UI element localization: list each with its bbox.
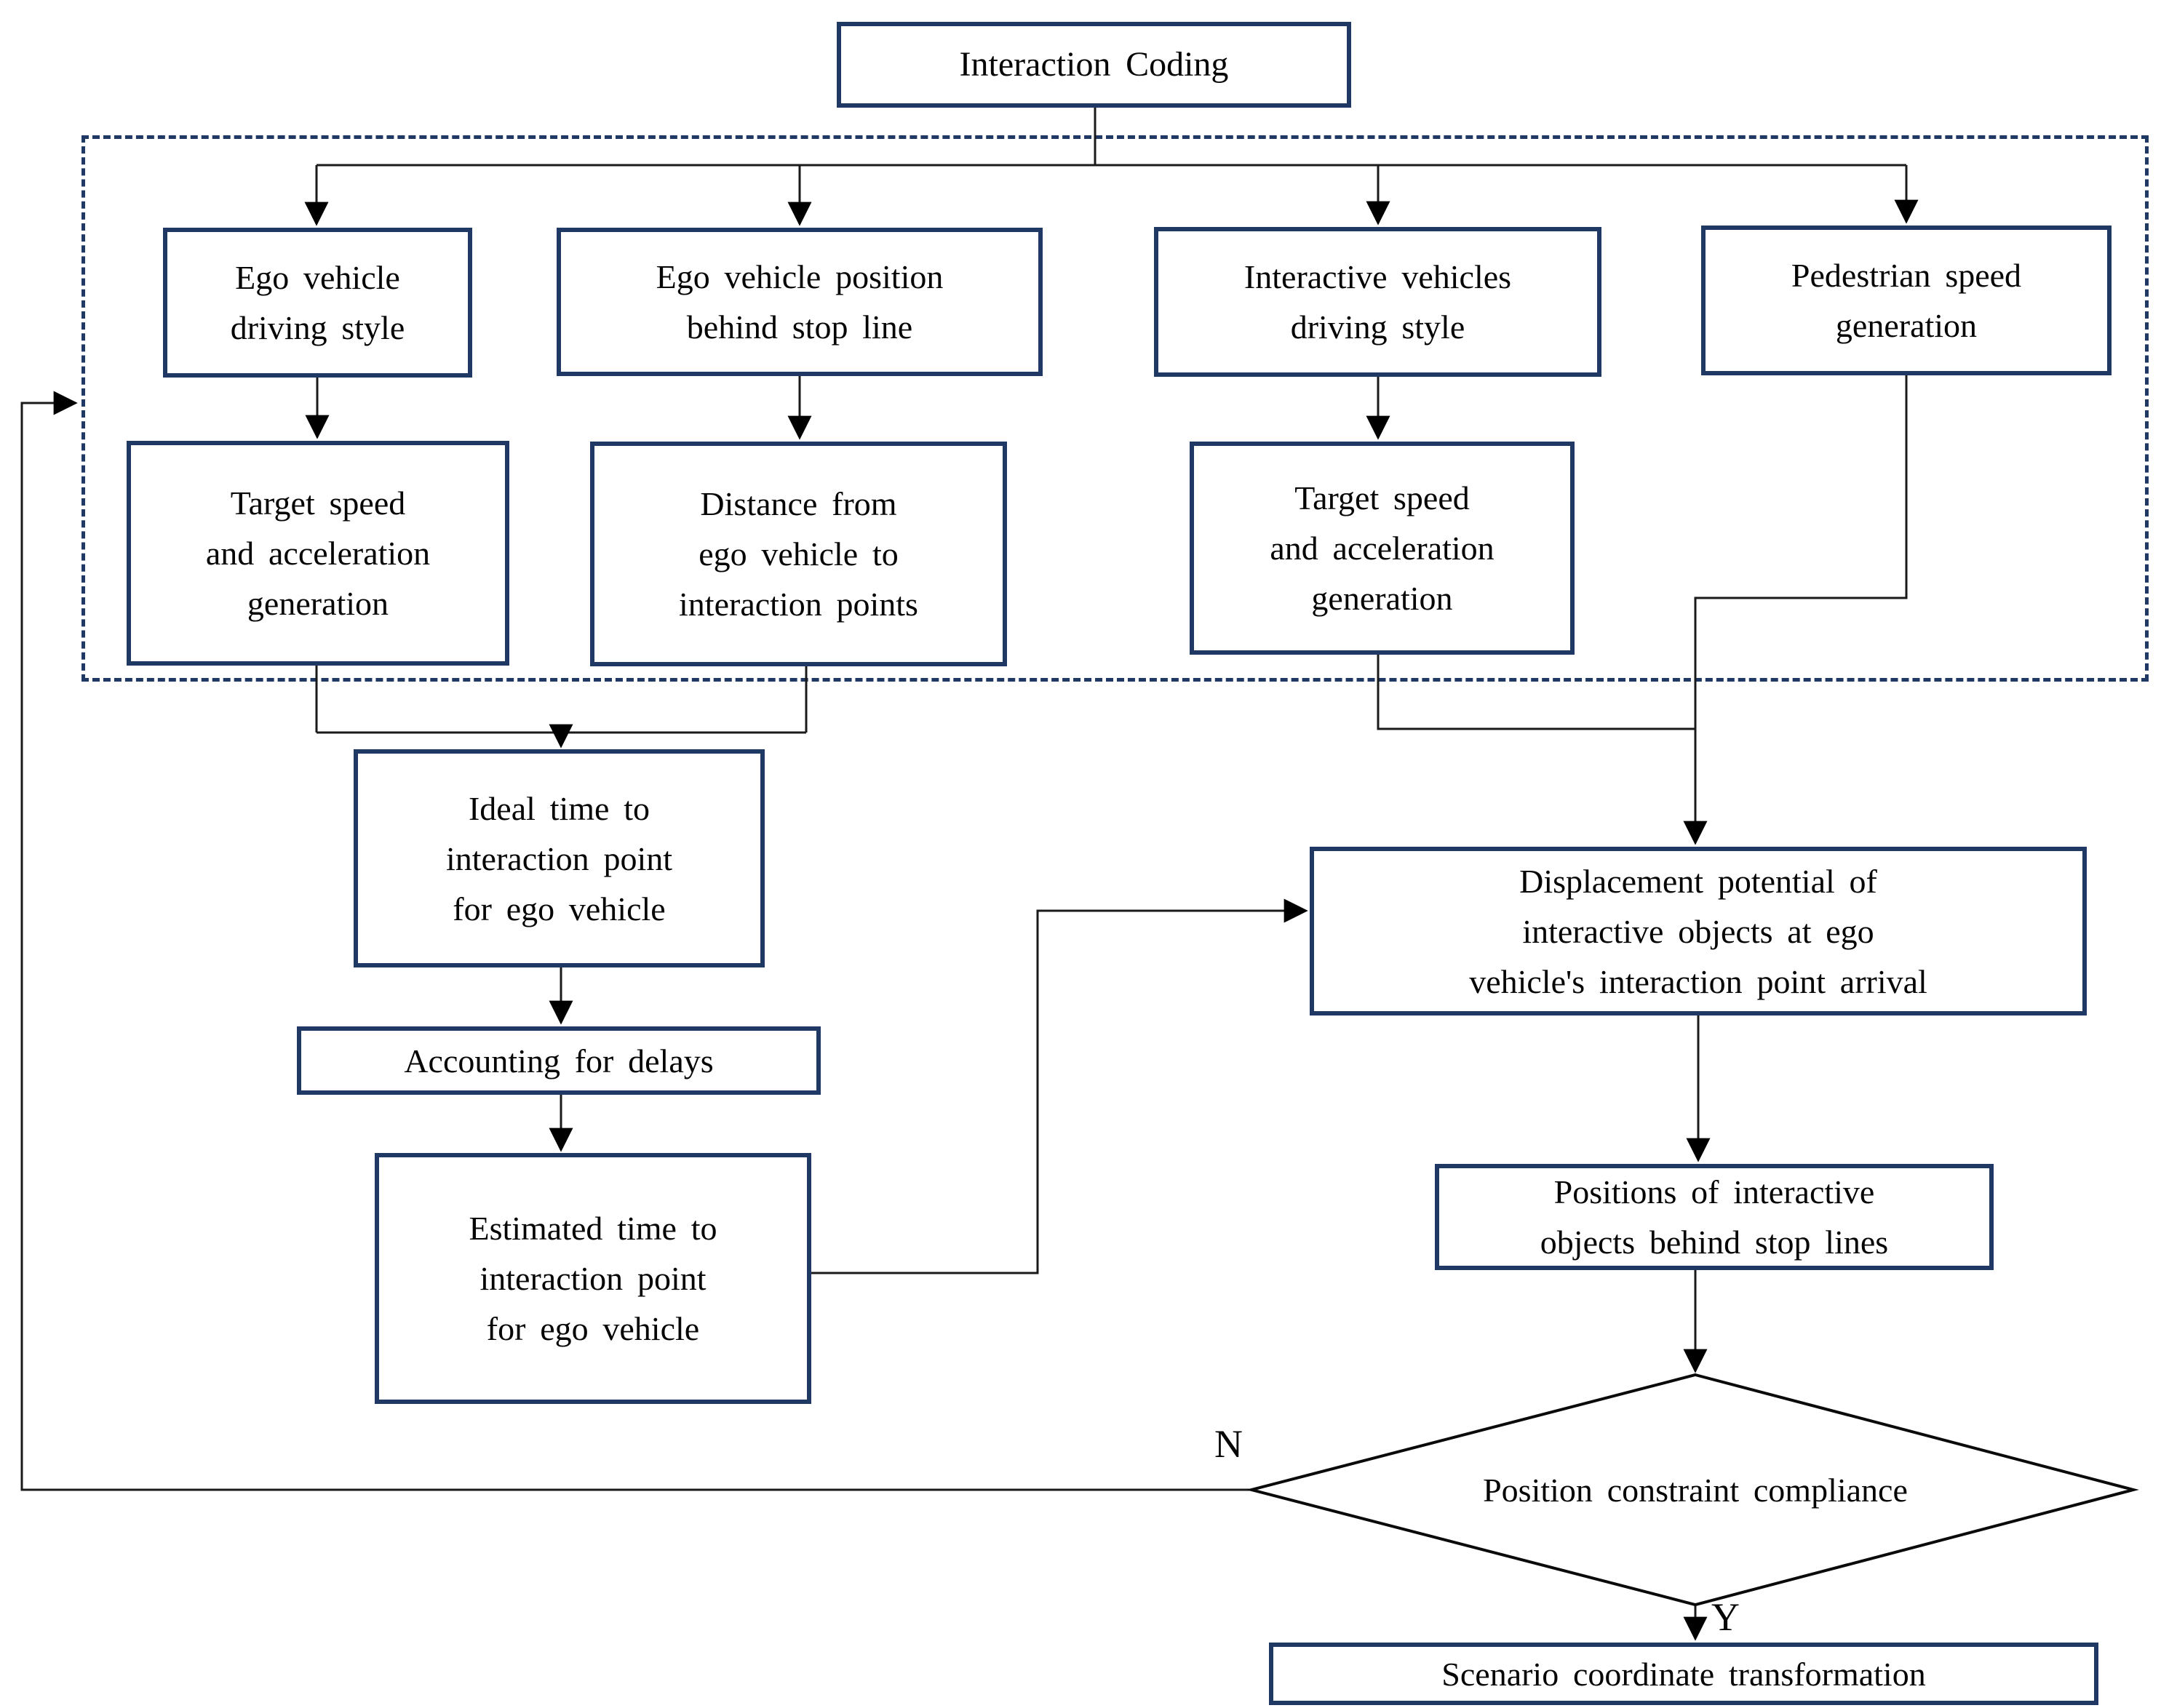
node-ego-driving-style: Ego vehicle driving style — [163, 228, 472, 378]
node-pedestrian-speed: Pedestrian speed generation — [1701, 226, 2112, 375]
node-distance-to-points: Distance from ego vehicle to interaction… — [590, 442, 1007, 666]
interaction-coding-dashed-group — [81, 135, 2149, 682]
edge-estimated-to-displacement — [811, 898, 1308, 1274]
edge-decision-no-feedback — [20, 391, 1251, 1491]
node-estimated-time: Estimated time to interaction point for … — [375, 1153, 811, 1404]
edge-pedestrian-to-displacement — [1683, 375, 1908, 845]
decision-label: Position constraint compliance — [1483, 1471, 1908, 1509]
decision-yes-label: Y — [1711, 1595, 1740, 1639]
decision-no-label: N — [1214, 1422, 1243, 1466]
node-ideal-time: Ideal time to interaction point for ego … — [354, 749, 765, 967]
node-positions-interactive: Positions of interactive objects behind … — [1435, 1164, 1994, 1270]
node-displacement-potential: Displacement potential of interactive ob… — [1310, 847, 2087, 1015]
node-interaction-coding: Interaction Coding — [837, 22, 1351, 108]
edge-target-speed-interactive-join — [1377, 655, 1695, 730]
node-target-speed-ego: Target speed and acceleration generation — [127, 441, 509, 666]
decision-diamond — [1246, 1373, 2139, 1607]
node-target-speed-interactive: Target speed and acceleration generation — [1190, 442, 1575, 655]
node-accounting-delays: Accounting for delays — [297, 1026, 821, 1095]
node-scenario-transform: Scenario coordinate transformation — [1269, 1643, 2098, 1705]
node-ego-position: Ego vehicle position behind stop line — [557, 228, 1043, 376]
node-interactive-driving-style: Interactive vehicles driving style — [1154, 227, 1601, 377]
